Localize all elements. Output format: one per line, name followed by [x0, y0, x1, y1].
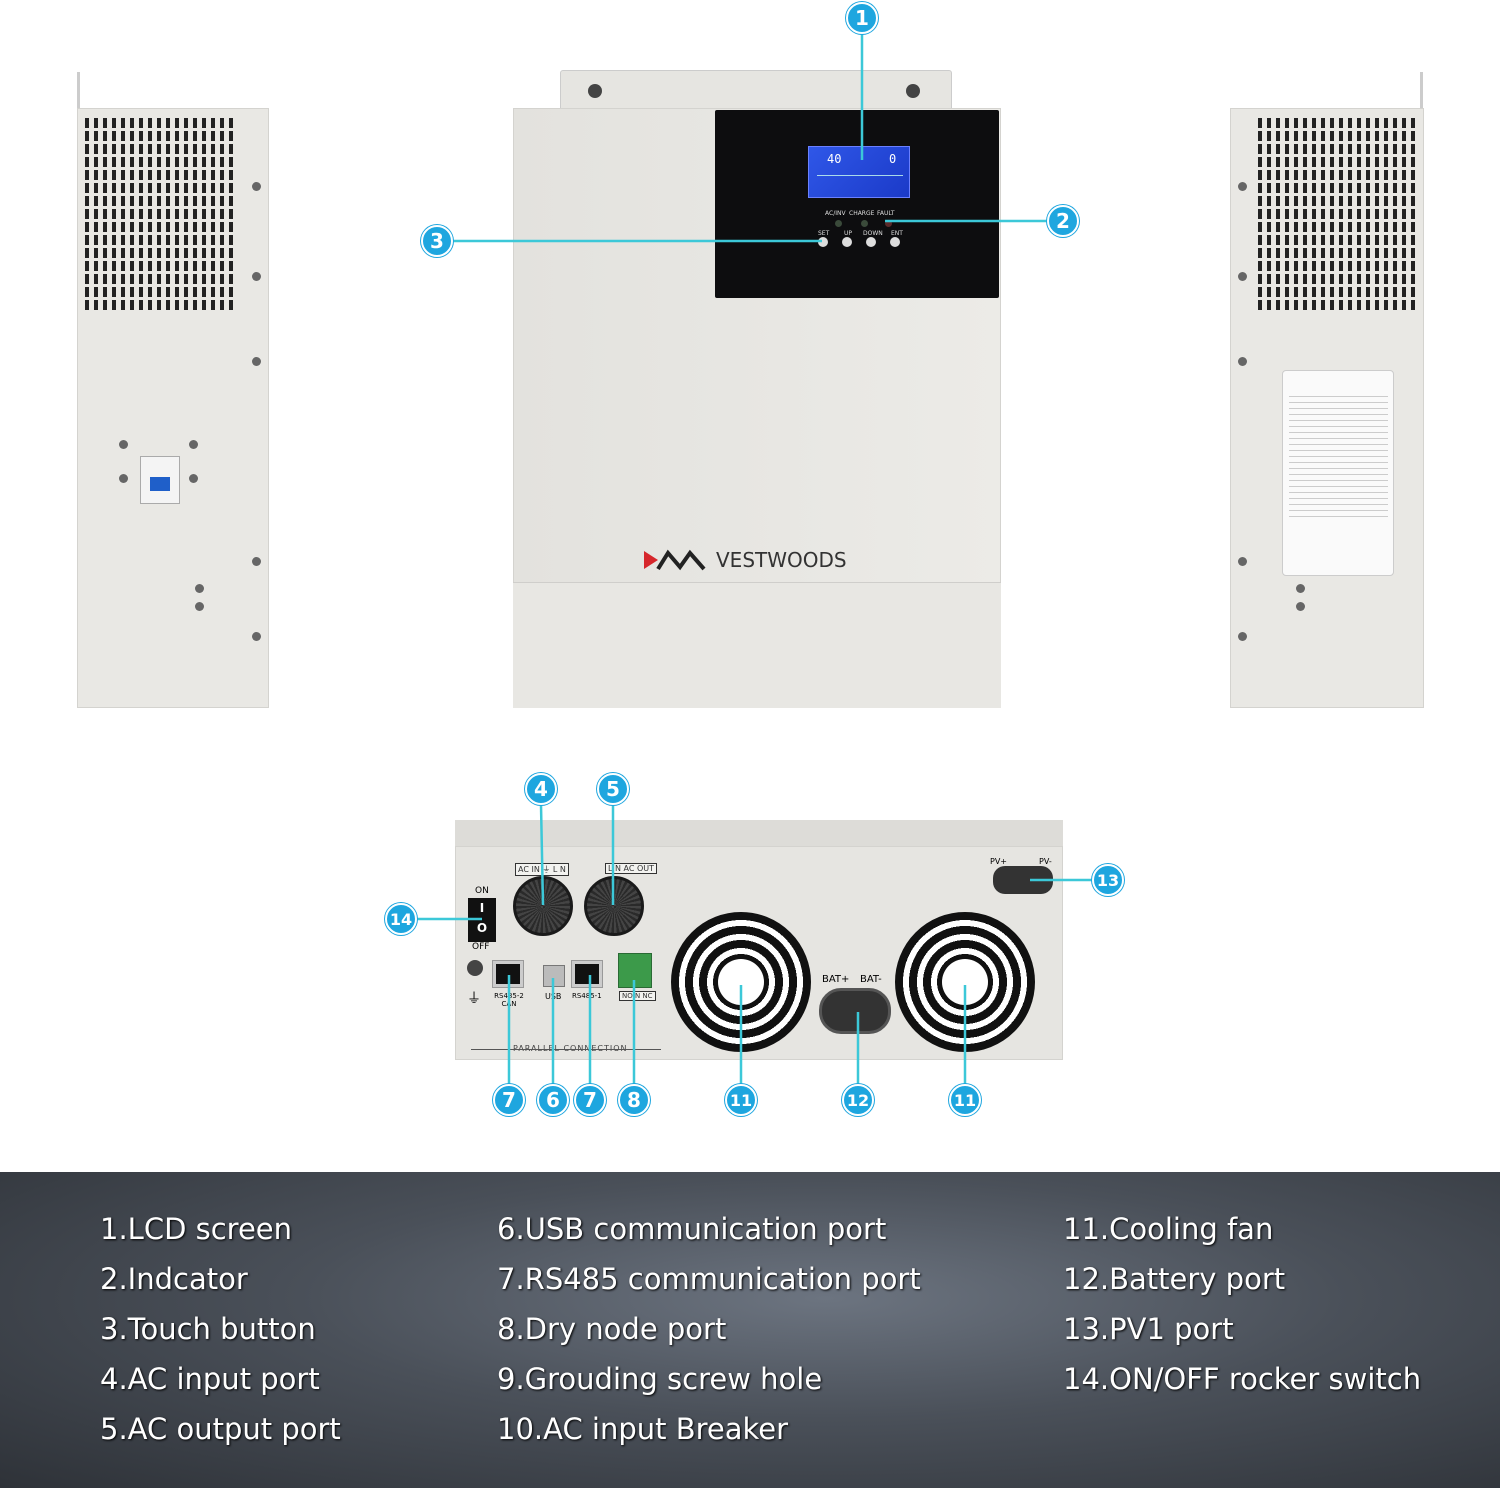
lcd-left-value: 40 — [827, 152, 842, 166]
callout-2: 2 — [1047, 205, 1079, 237]
lcd-screen: 40 0 — [808, 146, 910, 198]
callout-8: 8 — [618, 1084, 650, 1116]
indicator-label-charge: CHARGE — [849, 210, 875, 217]
ent-button[interactable] — [890, 237, 900, 247]
bat-plus-label: BAT+ — [822, 974, 850, 985]
legend-item: 1.LCD screen — [100, 1212, 293, 1246]
callout-11a: 11 — [725, 1084, 757, 1116]
battery-port — [819, 988, 891, 1034]
button-label-down: DOWN — [863, 230, 883, 237]
down-button[interactable] — [866, 237, 876, 247]
legend-item: 2.Indcator — [100, 1262, 248, 1296]
legend-item: 4.AC input port — [100, 1362, 320, 1396]
legend-item: 10.AC input Breaker — [497, 1412, 789, 1446]
dry-node-label: NO N NC — [619, 991, 656, 1001]
left-side-view — [77, 72, 269, 717]
brand-name: VESTWOODS — [716, 548, 847, 572]
brand-logo: VESTWOODS — [644, 548, 847, 572]
callout-5: 5 — [597, 773, 629, 805]
switch-i: I — [479, 901, 485, 915]
legend-item: 7.RS485 communication port — [497, 1262, 921, 1296]
led-ac-inv — [835, 220, 842, 227]
vent-grille — [1258, 118, 1418, 312]
ground-icon: ⏚ — [467, 991, 481, 1007]
callout-6: 6 — [537, 1084, 569, 1116]
indicator-label-fault: FAULT — [877, 210, 895, 217]
logo-mark-icon — [644, 549, 706, 571]
legend-item: 8.Dry node port — [497, 1312, 727, 1346]
legend-item: 12.Battery port — [1063, 1262, 1286, 1296]
led-charge — [861, 220, 868, 227]
ac-out-label: L N AC OUT — [605, 863, 658, 874]
front-view: 40 0 AC/INV CHARGE FAULT SET UP DOWN ENT… — [510, 70, 1002, 715]
leader-lines — [417, 34, 1092, 1084]
grounding-screw-hole — [467, 960, 483, 976]
legend-item: 11.Cooling fan — [1063, 1212, 1274, 1246]
lcd-right-value: 0 — [889, 152, 897, 166]
legend-item: 6.USB communication port — [497, 1212, 887, 1246]
led-fault — [885, 220, 892, 227]
button-label-up: UP — [844, 230, 853, 237]
callout-13: 13 — [1092, 864, 1124, 896]
pv-plus-label: PV+ — [990, 857, 1007, 866]
legend-item: 14.ON/OFF rocker switch — [1063, 1362, 1422, 1396]
button-label-set: SET — [818, 230, 830, 237]
indicator-label-ac-inv: AC/INV — [825, 210, 846, 217]
legend-item: 9.Grouding screw hole — [497, 1362, 823, 1396]
button-label-ent: ENT — [891, 230, 903, 237]
callout-12: 12 — [842, 1084, 874, 1116]
callout-7a: 7 — [493, 1084, 525, 1116]
spec-label — [1282, 370, 1394, 576]
rs485-1-label: RS485-1 — [572, 992, 602, 1000]
bat-minus-label: BAT- — [860, 974, 882, 985]
control-panel: 40 0 AC/INV CHARGE FAULT SET UP DOWN ENT — [715, 110, 999, 298]
ac-input-breaker — [140, 456, 180, 504]
switch-on-label: ON — [475, 886, 489, 896]
callout-7b: 7 — [574, 1084, 606, 1116]
legend-item: 13.PV1 port — [1063, 1312, 1234, 1346]
parallel-connection-label: PARALLEL CONNECTION — [513, 1044, 628, 1053]
up-button[interactable] — [842, 237, 852, 247]
callout-14: 14 — [385, 903, 417, 935]
switch-off-label: OFF — [472, 942, 490, 952]
callout-3: 3 — [421, 225, 453, 257]
switch-o: O — [476, 921, 488, 935]
right-side-view — [1230, 72, 1424, 712]
legend-item: 5.AC output port — [100, 1412, 341, 1446]
callout-1: 1 — [846, 2, 878, 34]
pv-minus-label: PV- — [1039, 857, 1052, 866]
callout-11b: 11 — [949, 1084, 981, 1116]
legend-banner: 1.LCD screen 2.Indcator 3.Touch button 4… — [0, 1172, 1500, 1488]
legend-item: 3.Touch button — [100, 1312, 316, 1346]
vent-grille — [85, 118, 235, 312]
set-button[interactable] — [818, 237, 828, 247]
rs485-1-port — [571, 960, 603, 988]
callout-4: 4 — [525, 773, 557, 805]
